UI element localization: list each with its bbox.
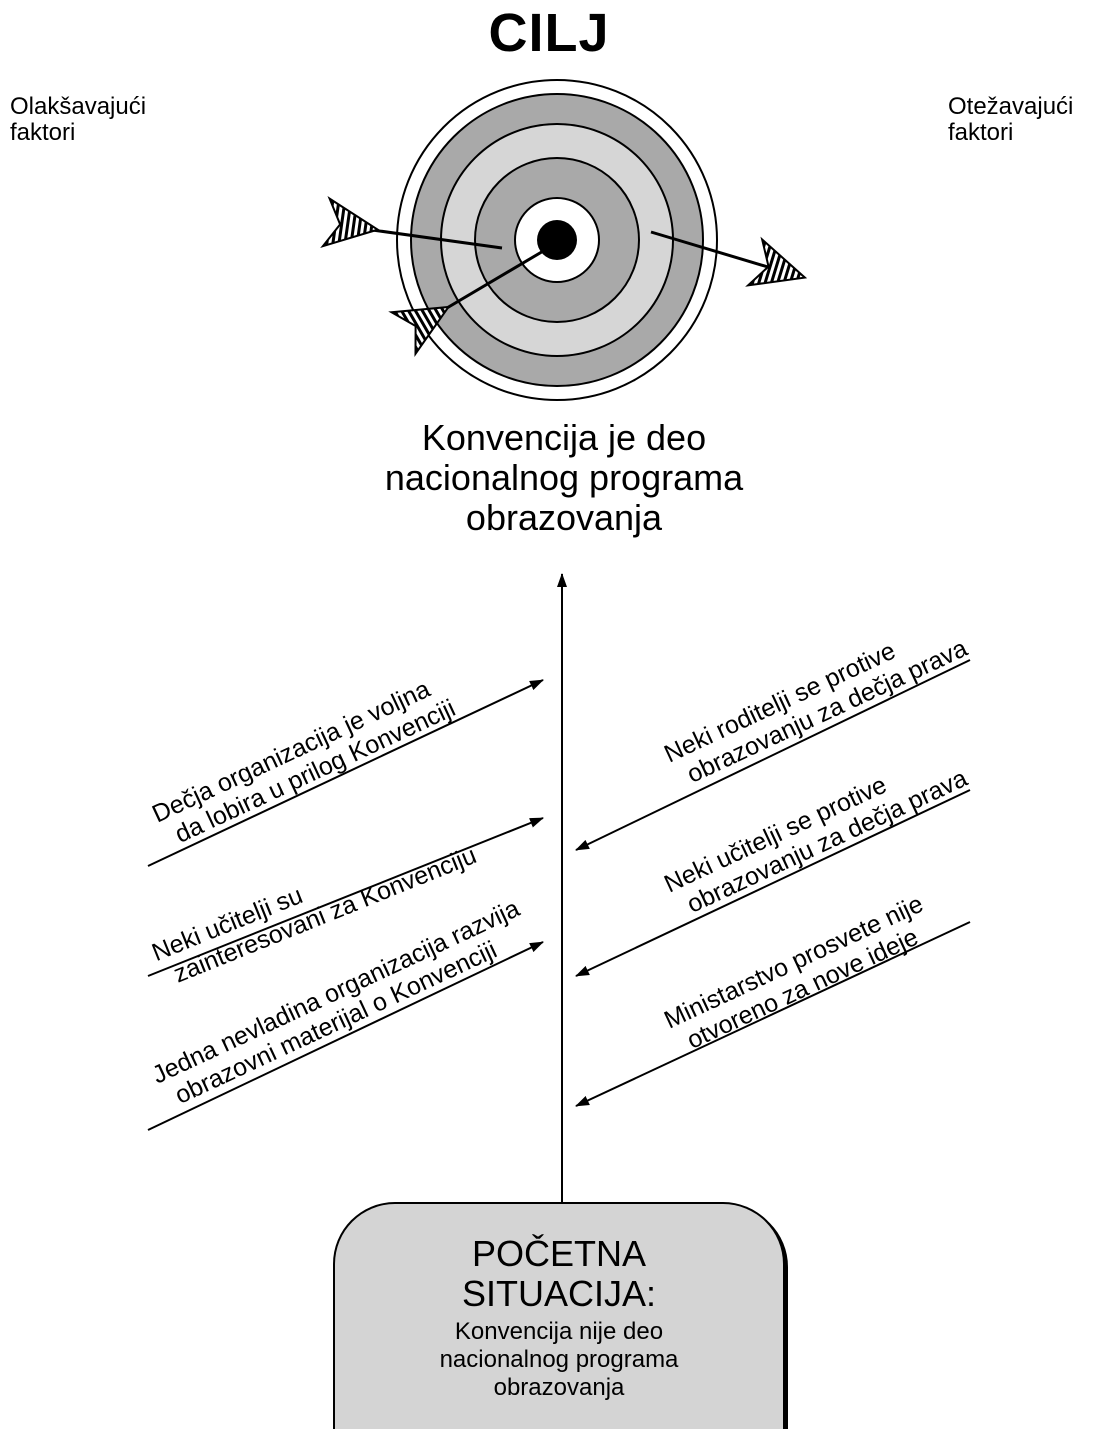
facilitating-arrow xyxy=(147,941,544,1131)
goal-line: obrazovanja xyxy=(465,497,663,538)
goal-title: CILJ xyxy=(488,3,610,63)
start-sub-line: Konvencija nije deo xyxy=(454,1318,664,1345)
facilitating-arrow xyxy=(147,679,544,867)
target-icon xyxy=(396,79,718,401)
arrow-icon xyxy=(388,248,546,357)
hindering-arrow xyxy=(575,789,971,977)
start-title-line: SITUACIJA: xyxy=(461,1273,657,1314)
hindering-arrow xyxy=(575,659,971,851)
start-description: Konvencija nije deo nacionalnog programa… xyxy=(335,1318,783,1402)
facilitating-factors-label: Olakšavajući faktori xyxy=(10,94,146,146)
label-line: faktori xyxy=(10,119,76,146)
start-title: POČETNA SITUACIJA: xyxy=(335,1234,783,1314)
hindering-arrow xyxy=(575,921,971,1107)
label-line: Otežavajući xyxy=(948,93,1074,120)
goal-line: Konvencija je deo xyxy=(421,417,707,458)
start-sub-line: nacionalnog programa xyxy=(439,1346,679,1373)
hindering-factors-label: Otežavajući faktori xyxy=(948,94,1073,146)
label-line: faktori xyxy=(948,119,1014,146)
goal-line: nacionalnog programa xyxy=(384,457,744,498)
facilitating-arrow xyxy=(147,817,544,977)
label-line: Olakšavajući xyxy=(10,93,147,120)
goal-statement: Konvencija je deo nacionalnog programa o… xyxy=(300,418,828,538)
arrow-icon xyxy=(650,230,808,287)
starting-situation-box: POČETNA SITUACIJA: Konvencija nije deo n… xyxy=(333,1202,785,1429)
start-sub-line: obrazovanja xyxy=(493,1374,625,1401)
start-title-line: POČETNA xyxy=(471,1233,647,1274)
arrow-icon xyxy=(320,196,503,250)
